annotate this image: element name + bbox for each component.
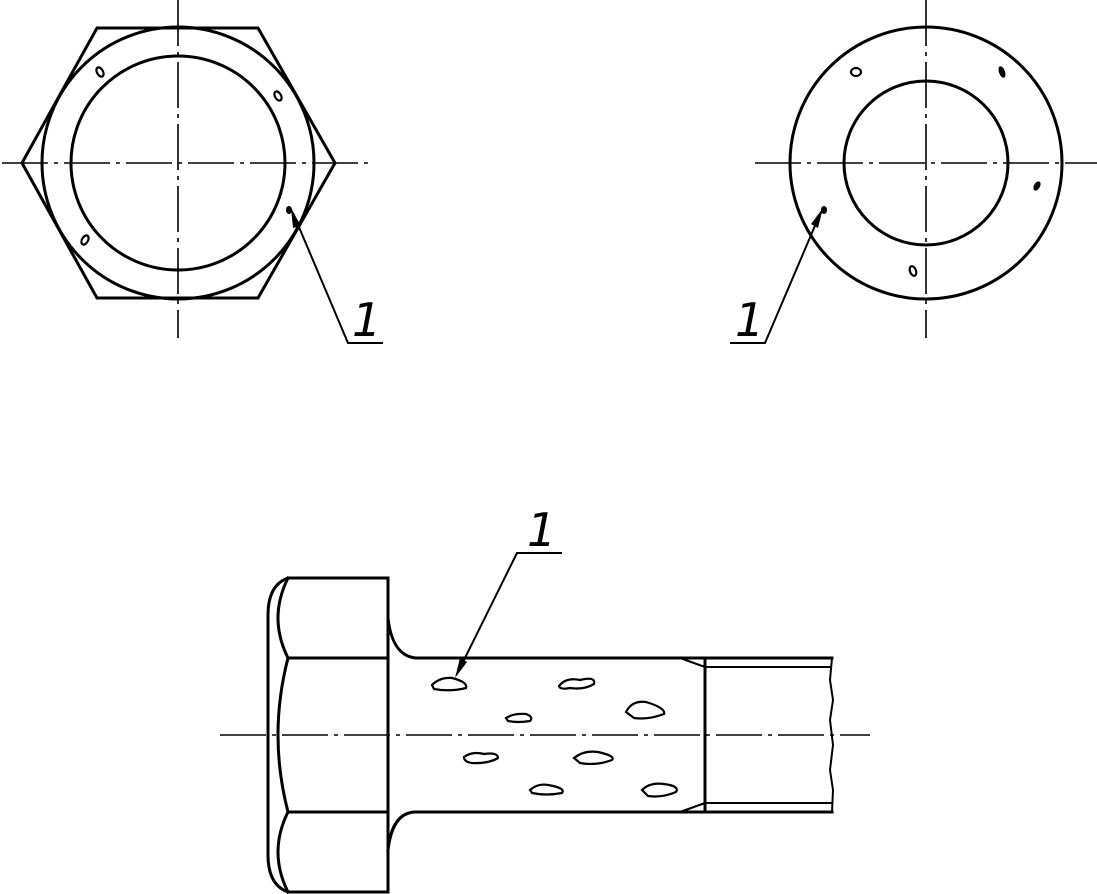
pore-defect	[557, 677, 596, 690]
leader-arrowhead	[455, 658, 467, 678]
pore-defect	[821, 206, 827, 214]
pore-defect	[998, 66, 1006, 78]
pore-defect	[80, 234, 90, 246]
round-end-view: 1	[730, 0, 1097, 347]
pore-defect	[286, 206, 292, 214]
shank-bottom-edge	[386, 810, 834, 852]
leader-arrowhead	[811, 208, 823, 228]
pore-defect	[528, 783, 564, 796]
bolt-side-view: 1	[220, 503, 870, 894]
leader-line	[730, 213, 821, 344]
thread-runout-bottom	[679, 802, 706, 813]
callout-number: 1	[527, 503, 556, 557]
leader-line	[292, 212, 383, 344]
head-face-arc-bottom	[276, 809, 291, 894]
head-face-arc-top	[276, 575, 291, 661]
callout-number: 1	[735, 293, 764, 347]
pore-defect	[849, 66, 863, 78]
pore-defect	[572, 750, 614, 766]
thread-runout-top	[679, 657, 706, 668]
pore-defect	[640, 782, 678, 798]
break-line	[828, 657, 835, 813]
pore-defect	[908, 265, 918, 277]
hex-end-view: 1	[2, 0, 383, 347]
pore-defect	[430, 676, 468, 692]
head-face-arc-mid	[276, 656, 290, 814]
pore-defect	[95, 66, 105, 78]
leader-arrowhead	[291, 208, 301, 228]
shank-top-edge	[386, 616, 834, 660]
callout-number: 1	[352, 293, 381, 347]
pore-defect	[462, 751, 500, 765]
leader-line	[457, 552, 562, 673]
pore-defect	[624, 700, 666, 720]
pore-defect	[1033, 181, 1041, 191]
pore-defect	[273, 90, 283, 102]
pore-defect	[504, 712, 533, 724]
